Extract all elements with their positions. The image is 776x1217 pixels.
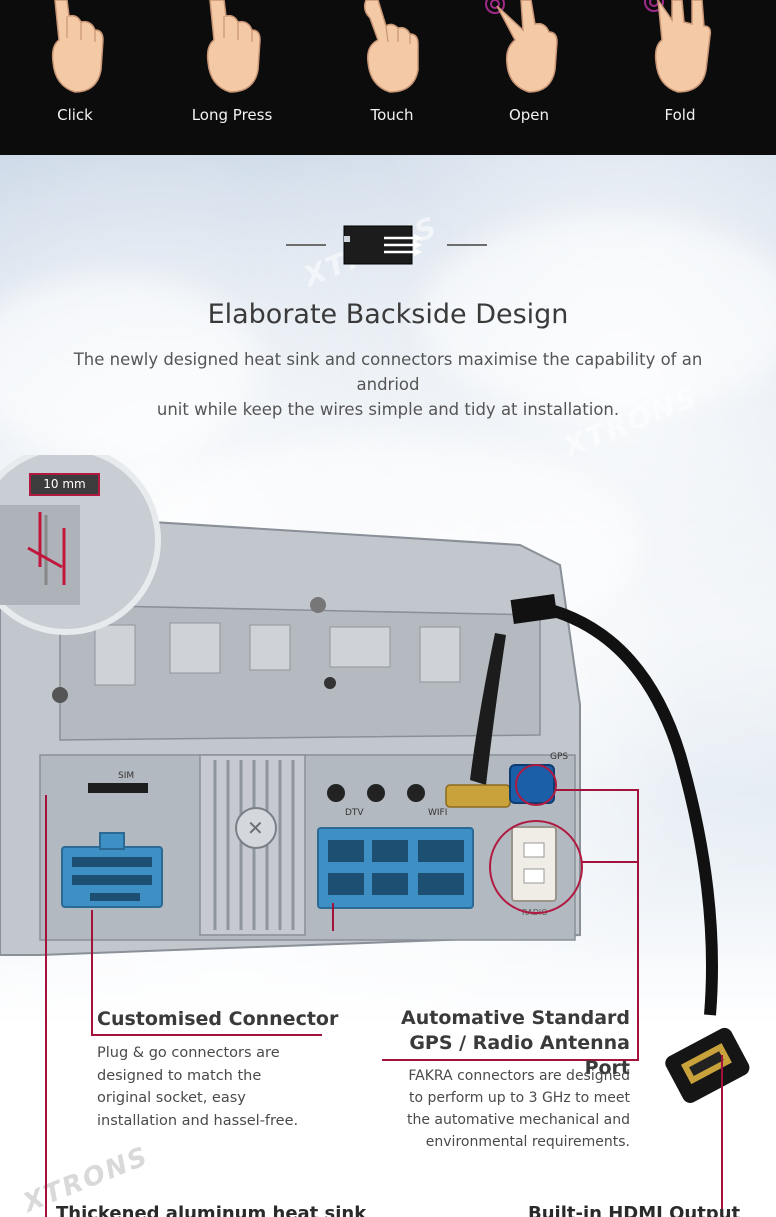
gesture-label: Click — [57, 106, 93, 124]
description-line: to perform up to 3 GHz to meet — [409, 1090, 630, 1106]
gesture-touch: Touch — [332, 0, 452, 124]
head-unit-back-panel: SIM ✕ DTV WIFI — [0, 455, 750, 1217]
x-logo-icon: ✕ — [247, 816, 264, 840]
gps-port-highlight — [515, 764, 557, 806]
sim-label: SIM — [118, 771, 134, 781]
radio-antenna-port — [511, 826, 557, 902]
snow-texture — [0, 275, 260, 455]
thickness-badge: 10 mm — [29, 473, 100, 496]
hdmi-output-title: Built-in HDMI Output — [528, 1203, 741, 1217]
radio-port-highlight — [489, 820, 583, 914]
gesture-open: Open — [469, 0, 589, 124]
hand-long-press-icon — [206, 0, 261, 93]
sim-slot — [88, 783, 148, 793]
hand-fold-icon — [644, 0, 712, 93]
description-line: the automative mechanical and — [407, 1112, 630, 1128]
customised-connector-title: Customised Connector — [97, 1008, 339, 1030]
aluminum-heat-sink: ✕ — [199, 754, 306, 936]
connector-feature-icon — [343, 225, 422, 265]
gesture-band: Click Long Press Touch Open Fold — [0, 0, 776, 155]
subtitle-line: unit while keep the wires simple and tid… — [156, 400, 620, 419]
title-line: GPS / Radio Antenna Port — [409, 1032, 630, 1079]
gesture-fold: Fold — [620, 0, 740, 124]
main-wiring-connector — [317, 827, 474, 909]
description-line: original socket, easy — [97, 1090, 246, 1106]
gesture-label: Long Press — [191, 106, 273, 124]
hdmi-connector — [665, 1027, 750, 1103]
description-line: Plug & go connectors are — [97, 1045, 280, 1061]
antenna-port-description: FAKRA connectors are designed to perform… — [380, 1065, 630, 1153]
gesture-click: Click — [15, 0, 135, 124]
gesture-long-press: Long Press — [172, 0, 292, 124]
subtitle-line: The newly designed heat sink and connect… — [73, 350, 703, 394]
section-heading: Elaborate Backside Design — [207, 299, 569, 330]
backside-design-section: XTRONS XTRONS XTRONS Elaborate Backside … — [0, 155, 776, 1217]
heading-divider-right — [447, 244, 487, 246]
gesture-label: Touch — [370, 106, 414, 124]
heading-divider-left — [286, 244, 326, 246]
wifi-label: WIFI — [428, 808, 447, 818]
hand-click-icon — [51, 0, 104, 93]
section-subtitle: The newly designed heat sink and connect… — [50, 347, 726, 422]
title-line: Automative Standard — [401, 1007, 630, 1029]
description-line: FAKRA connectors are designed — [408, 1068, 630, 1084]
wifi-antenna — [445, 633, 511, 808]
gesture-label: Open — [508, 106, 550, 124]
description-line: installation and hassel-free. — [97, 1112, 299, 1129]
antenna-port-title: Automative Standard GPS / Radio Antenna … — [380, 1006, 630, 1081]
callout-leaders — [45, 789, 723, 1217]
hand-touch-icon — [363, 0, 419, 93]
description-line: environmental requirements. — [425, 1134, 630, 1150]
hand-open-icon — [485, 0, 558, 93]
hdmi-cable — [528, 599, 718, 1016]
dtv-label: DTV — [345, 808, 364, 818]
customised-connector — [61, 832, 163, 908]
heat-sink-title: Thickened aluminum heat sink — [56, 1203, 367, 1217]
snow-texture — [420, 215, 776, 415]
description-line: designed to match the — [97, 1067, 262, 1084]
gps-label: GPS — [550, 752, 568, 762]
gesture-label: Fold — [664, 106, 696, 124]
customised-connector-description: Plug & go connectors are designed to mat… — [97, 1042, 337, 1132]
